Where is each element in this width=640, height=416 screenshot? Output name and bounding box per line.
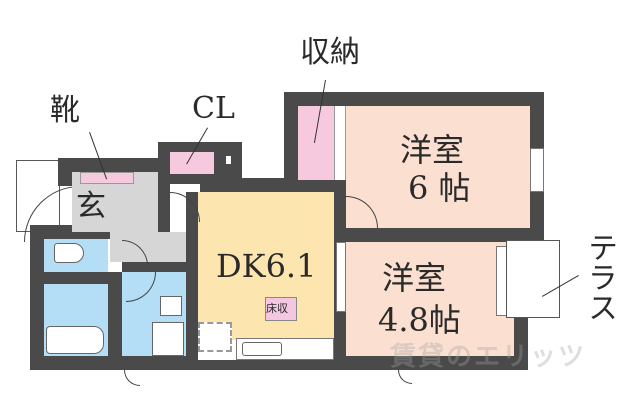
floor-storage-hatch — [265, 297, 297, 321]
wall-entrance-top — [58, 158, 160, 172]
wall-bottom-right — [188, 360, 378, 370]
wall-toilet-bottom — [30, 272, 122, 284]
label-western-room-1: 洋室 — [400, 131, 465, 169]
wall-dk-left — [186, 192, 198, 370]
label-floor-storage: 床収 — [266, 302, 288, 315]
wall-bath-mid — [108, 272, 122, 370]
wall-entrance-right — [158, 172, 170, 232]
label-western-room-2: 洋室 — [382, 259, 447, 297]
wall-bath-left — [30, 225, 44, 370]
storage-door-strip — [334, 106, 346, 180]
wall-room2-bottom — [338, 356, 528, 370]
label-western-room-1-size: 6 帖 — [408, 169, 471, 207]
kitchen-sink — [242, 342, 282, 356]
wash-exterior-door-swing — [124, 370, 140, 386]
label-storage: 収納 — [300, 35, 360, 70]
washing-machine — [152, 322, 184, 356]
terrace-area — [506, 240, 560, 318]
label-dk: DK6.1 — [216, 247, 317, 285]
label-entrance: 玄 — [76, 189, 106, 224]
closet-cl — [170, 152, 214, 174]
closet-cl-window — [226, 156, 231, 164]
toilet-fixture — [54, 243, 84, 263]
label-closet: CL — [192, 91, 235, 126]
watermark: 賃貸のエリッツ — [390, 342, 587, 372]
wall-wash-top — [122, 262, 188, 272]
wall-cl-bottom — [200, 178, 350, 192]
wall-room1-top — [284, 92, 544, 106]
western-room-2-floor — [346, 242, 514, 356]
room1-window — [530, 148, 544, 192]
storage-closet — [298, 106, 334, 180]
western-room-1-floor — [346, 106, 530, 228]
fridge-space — [198, 322, 232, 352]
wall-entrance-left — [58, 158, 72, 186]
label-shoes: 靴 — [50, 93, 80, 128]
wash-basin — [160, 296, 182, 316]
label-terrace: テラス — [582, 232, 617, 322]
wall-mid-horizontal — [338, 228, 544, 242]
wall-room1-right — [530, 92, 544, 148]
bathtub — [46, 326, 104, 354]
label-western-room-2-size: 4.8帖 — [378, 301, 461, 339]
room2-window-left — [336, 242, 346, 312]
